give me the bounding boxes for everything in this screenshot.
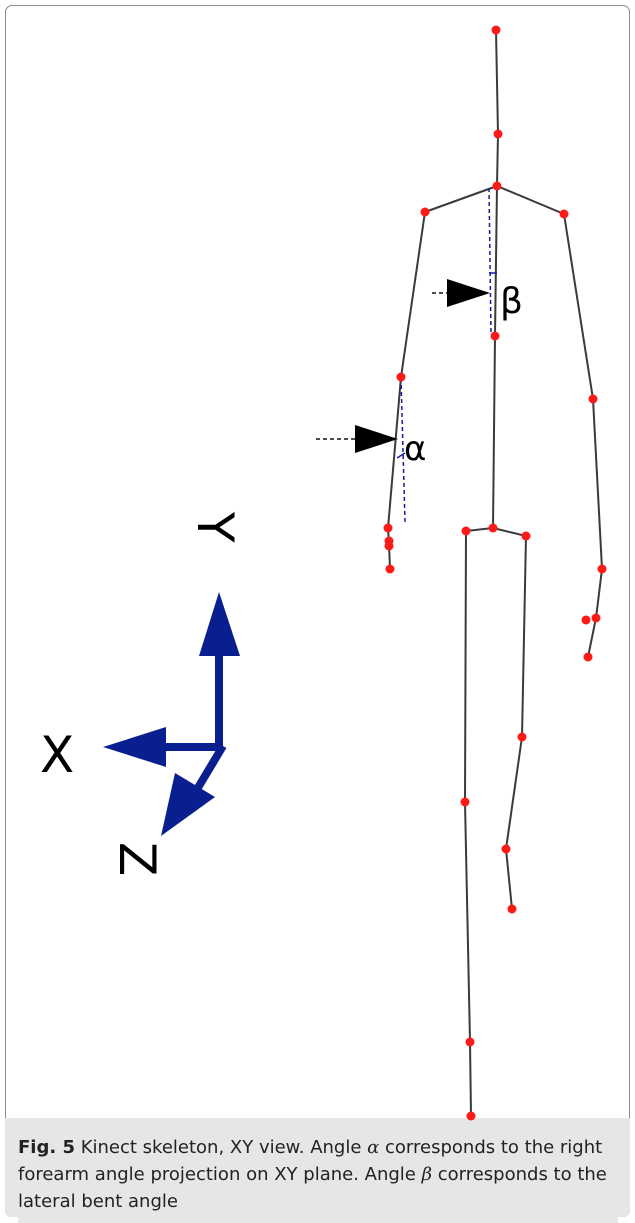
axis-label-z: Z (108, 842, 166, 876)
joint-knee-left (460, 797, 470, 807)
joint-shoulder-left (420, 207, 430, 217)
y-axis-arrowhead (199, 592, 240, 656)
alpha-vertical-guide (400, 377, 406, 523)
joint-elbow-left (396, 372, 406, 382)
figure-frame (5, 5, 630, 1217)
bone-left-thigh (464, 530, 467, 803)
joint-thumb-left (385, 564, 395, 574)
joint-hip-center (488, 523, 498, 533)
joint-ankle-left (465, 1037, 475, 1047)
bone-left-upper-arm (400, 211, 426, 378)
joint-ankle-right (501, 844, 511, 854)
bone-right-foot (505, 848, 513, 910)
x-axis-arrowhead (103, 727, 166, 767)
skeleton-joints (383, 25, 607, 1121)
joint-hand-tip-left (384, 541, 394, 551)
joint-foot-left (466, 1111, 476, 1121)
bone-left-foot (469, 1041, 472, 1117)
bone-left-clavicle (424, 185, 498, 213)
angle-arcs (396, 272, 497, 459)
bone-left-hip (465, 527, 494, 532)
bone-upper-spine (496, 133, 499, 187)
bone-right-shin (505, 736, 523, 850)
bone-right-wrist (595, 568, 603, 619)
joint-neck (493, 129, 503, 139)
joint-hip-right (521, 531, 531, 541)
beta-vertical-guide (488, 187, 492, 335)
joint-shoulder-center (492, 181, 502, 191)
beta-label: β (500, 281, 523, 322)
axis-label-y: Y (186, 511, 244, 543)
bone-right-upper-arm (563, 213, 594, 400)
coordinate-axes (103, 592, 240, 836)
bone-neck (495, 29, 499, 135)
angle-guides (400, 187, 492, 523)
caption-alpha-symbol: α (367, 1137, 380, 1158)
bone-right-thigh (521, 535, 527, 738)
bone-right-forearm (592, 398, 603, 570)
pointer-arrows (316, 279, 490, 453)
joint-hip-left (461, 526, 471, 536)
caption-figure-label: Fig. 5 (18, 1137, 75, 1158)
bone-right-hip (492, 527, 527, 537)
bone-lower-spine (492, 335, 496, 529)
z-axis-arrowhead (161, 773, 215, 836)
bone-left-shin (464, 801, 471, 1043)
joint-foot-right (507, 904, 517, 914)
bone-right-clavicle (496, 185, 565, 215)
skeleton-bones (387, 29, 603, 1117)
joint-head (491, 25, 501, 35)
joint-shoulder-right (559, 209, 569, 219)
joint-knee-right (517, 732, 527, 742)
axis-label-x: X (40, 726, 74, 784)
bone-spine (494, 185, 498, 337)
joint-spine (490, 331, 500, 341)
alpha-pointer-head (355, 425, 398, 453)
joint-elbow-right (588, 394, 598, 404)
caption-text-part-1: Kinect skeleton, XY view. Angle (74, 1137, 368, 1158)
bone-right-hand (587, 617, 597, 658)
joint-thumb-right (581, 615, 591, 625)
joint-hand-right (591, 613, 601, 623)
alpha-arc-mark (396, 452, 406, 459)
joint-hand-tip-right (583, 652, 593, 662)
figure-caption: Fig. 5 Kinect skeleton, XY view. Angle α… (18, 1124, 618, 1223)
beta-pointer-head (447, 279, 490, 307)
bone-left-forearm (387, 376, 402, 529)
joint-wrist-left (383, 523, 393, 533)
caption-text-part-2: corresponds to the right forearm angle p… (18, 1137, 603, 1185)
caption-text-part-3: corresponds to the lateral bent angle (18, 1164, 607, 1212)
alpha-label: α (404, 429, 426, 469)
caption-beta-symbol: β (421, 1164, 432, 1185)
joint-wrist-right (597, 564, 607, 574)
